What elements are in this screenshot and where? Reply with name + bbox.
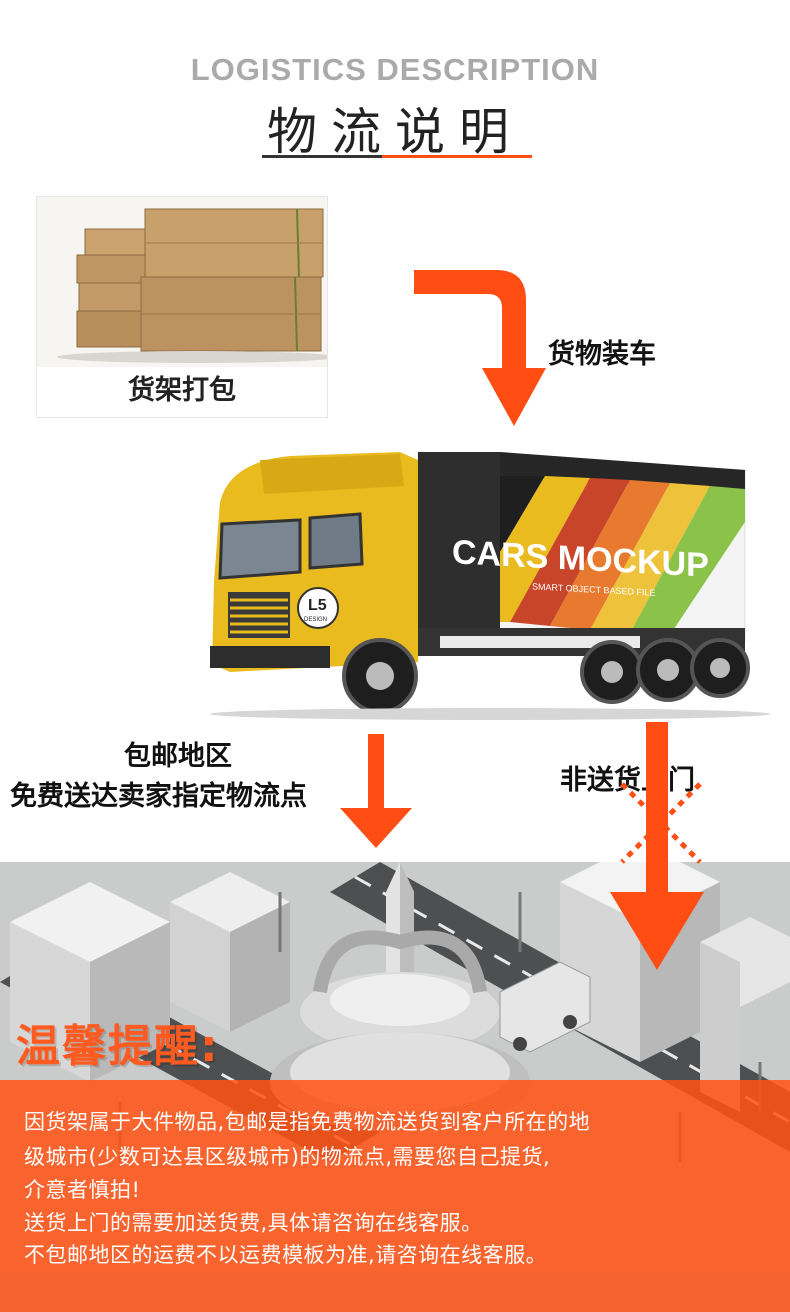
free-region-detail-label: 免费送达卖家指定物流点	[10, 781, 307, 812]
crossed-arrow-down-icon	[610, 722, 704, 970]
notice-line: 送货上门的需要加送货费,具体请咨询在线客服。	[24, 1211, 483, 1235]
title-underline-accent	[382, 155, 532, 158]
truck-illustration: CARS MOCKUP SMART OBJECT BASED FILE L5 D…	[210, 451, 770, 720]
notice-box: 因货架属于大件物品,包邮是指免费物流送货到客户所在的地 级城市(少数可达县区级城…	[0, 1080, 790, 1312]
cardboard-boxes-image	[37, 197, 327, 367]
packing-step-label: 货架打包	[128, 375, 236, 406]
truck-badge-sub: DESIGN	[304, 617, 327, 623]
notice-line: 因货架属于大件物品,包邮是指免费物流送货到客户所在的地	[24, 1110, 591, 1134]
section-title-en: LOGISTICS DESCRIPTION	[190, 52, 600, 87]
truck-badge-title: L5	[308, 597, 327, 614]
truck-badge	[297, 587, 339, 629]
notice-title: 温馨提醒:	[16, 1021, 220, 1072]
section-title-cn: 物流说明	[267, 103, 523, 161]
bent-arrow-down-icon	[414, 270, 546, 426]
notice-line: 级城市(少数可达县区级城市)的物流点,需要您自己提货,	[24, 1145, 551, 1169]
no-door-delivery-label: 非送货上门	[560, 765, 695, 796]
notice-line: 不包邮地区的运费不以运费模板为准,请咨询在线客服。	[24, 1243, 548, 1267]
arrow-down-icon	[340, 734, 412, 848]
free-region-label: 包邮地区	[124, 741, 232, 772]
loading-step-label: 货物装车	[548, 339, 656, 370]
packing-photo-card	[36, 196, 328, 418]
title-underline-dark	[262, 155, 382, 158]
notice-line: 介意者慎拍!	[24, 1178, 141, 1202]
